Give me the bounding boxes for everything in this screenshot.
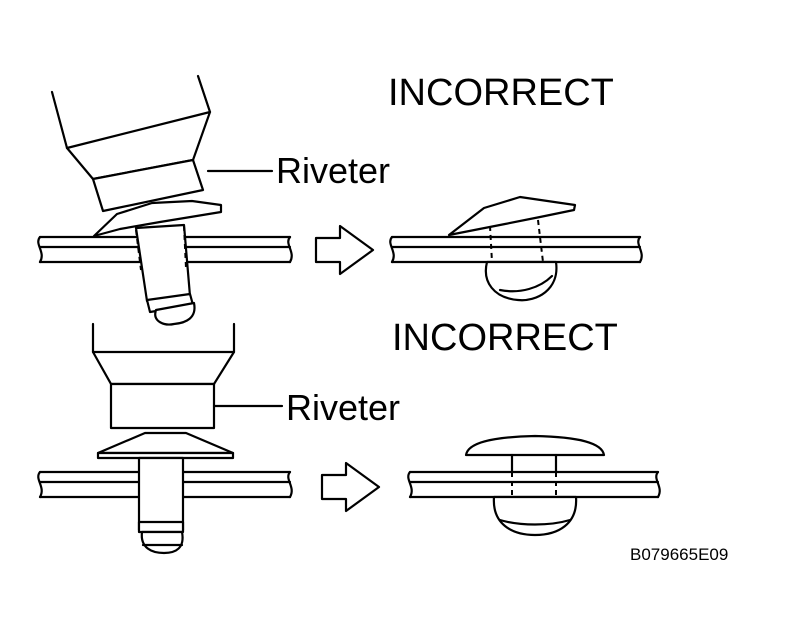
rivet-tilted — [92, 199, 223, 326]
arrow-right-icon-2 — [320, 461, 381, 513]
riveter-tool-straight — [91, 322, 236, 430]
rivet-unseated — [96, 431, 235, 555]
riveter-label-top: Riveter — [276, 150, 390, 191]
incorrect-heading-bottom: INCORRECT — [392, 317, 618, 359]
panel-top-right — [389, 235, 643, 264]
riveter-tool-tilted — [50, 74, 212, 213]
panel-bottom-right — [407, 470, 661, 499]
rivet-result-gap — [464, 434, 606, 537]
figure-code: B079665E09 — [630, 545, 728, 564]
incorrect-heading-top: INCORRECT — [388, 72, 614, 114]
arrow-right-icon — [314, 224, 375, 276]
rivet-result-tilted — [447, 195, 577, 302]
top-row — [37, 74, 643, 326]
bottom-row — [37, 322, 661, 555]
riveter-label-bottom: Riveter — [286, 387, 400, 428]
